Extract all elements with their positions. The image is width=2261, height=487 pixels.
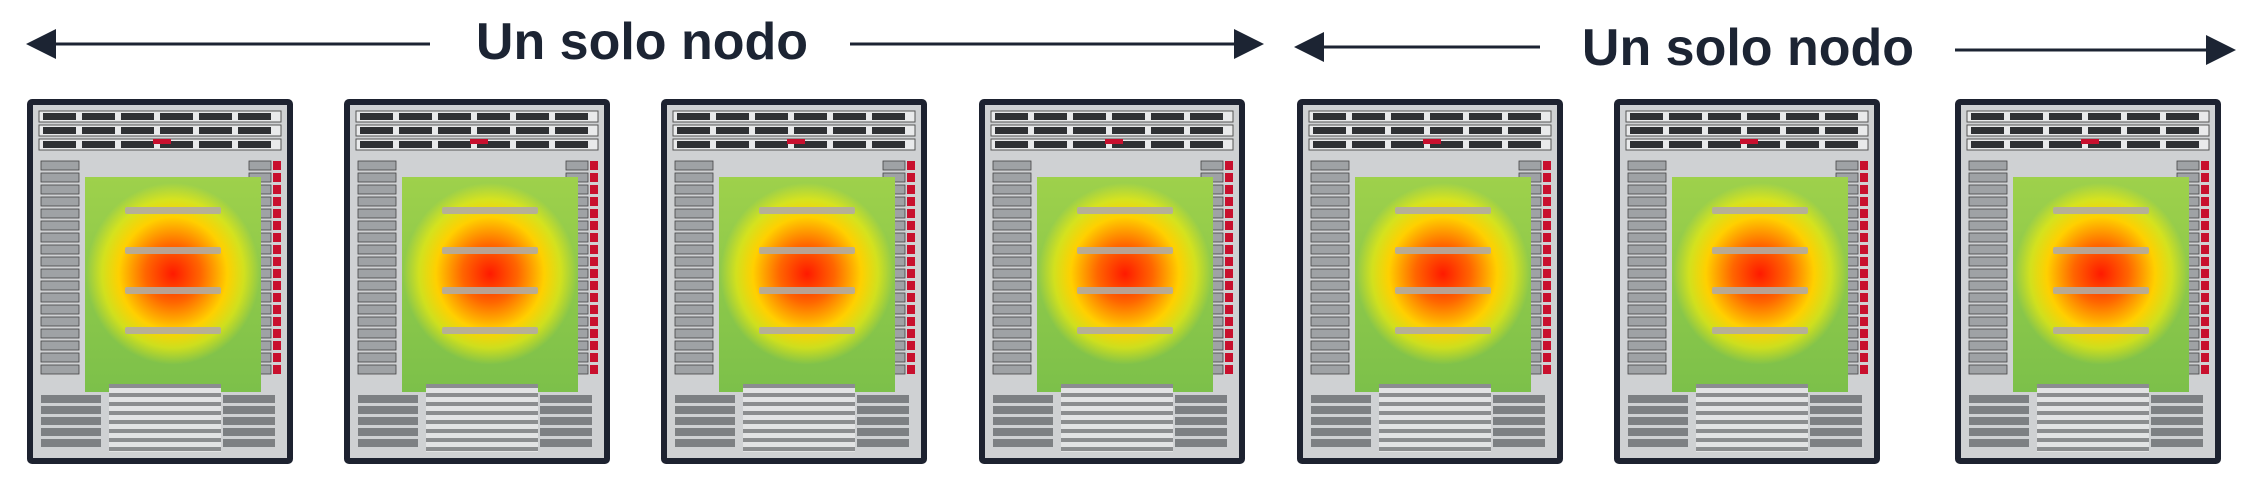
heatmap-bar [1712, 247, 1808, 254]
fan-tray [1379, 384, 1491, 452]
heatmap-bar [1712, 287, 1808, 294]
chassis-node [979, 99, 1245, 464]
chassis-node [661, 99, 927, 464]
heatmap-overlay [719, 177, 895, 392]
fan-tray [2037, 384, 2149, 452]
heatmap-bar [1077, 287, 1173, 294]
fan-tray [1696, 384, 1808, 452]
heatmap-bar [1077, 327, 1173, 334]
heatmap-bar [442, 327, 538, 334]
heatmap-bar [1395, 287, 1491, 294]
heatmap-overlay [2013, 177, 2189, 392]
heatmap-bar [125, 207, 221, 214]
heatmap-bar [1077, 207, 1173, 214]
heatmap-overlay [1037, 177, 1213, 392]
heatmap-bar [125, 327, 221, 334]
heatmap-bar [759, 207, 855, 214]
heatmap-overlay [402, 177, 578, 392]
chassis-node [1297, 99, 1563, 464]
heatmap-bar [125, 247, 221, 254]
heatmap-overlay [85, 177, 261, 392]
group-2-label: Un solo nodo [1582, 18, 1914, 78]
heatmap-bar [442, 207, 538, 214]
heatmap-bar [759, 247, 855, 254]
heatmap-bar [442, 287, 538, 294]
heatmap-bar [2053, 247, 2149, 254]
heatmap-bar [759, 287, 855, 294]
heatmap-bar [1395, 247, 1491, 254]
fan-tray [109, 384, 221, 452]
heatmap-bar [1077, 247, 1173, 254]
heatmap-bar [759, 327, 855, 334]
chassis-node [344, 99, 610, 464]
heatmap-bar [1712, 207, 1808, 214]
heatmap-bar [1395, 327, 1491, 334]
fan-tray [426, 384, 538, 452]
heatmap-bar [2053, 207, 2149, 214]
heatmap-bar [2053, 287, 2149, 294]
heatmap-bar [2053, 327, 2149, 334]
heatmap-overlay [1355, 177, 1531, 392]
chassis-node [27, 99, 293, 464]
heatmap-bar [442, 247, 538, 254]
fan-tray [743, 384, 855, 452]
fan-tray [1061, 384, 1173, 452]
heatmap-bar [1712, 327, 1808, 334]
heatmap-bar [125, 287, 221, 294]
heatmap-overlay [1672, 177, 1848, 392]
heatmap-bar [1395, 207, 1491, 214]
chassis-node [1614, 99, 1880, 464]
chassis-node [1955, 99, 2221, 464]
group-1-label: Un solo nodo [476, 12, 808, 72]
